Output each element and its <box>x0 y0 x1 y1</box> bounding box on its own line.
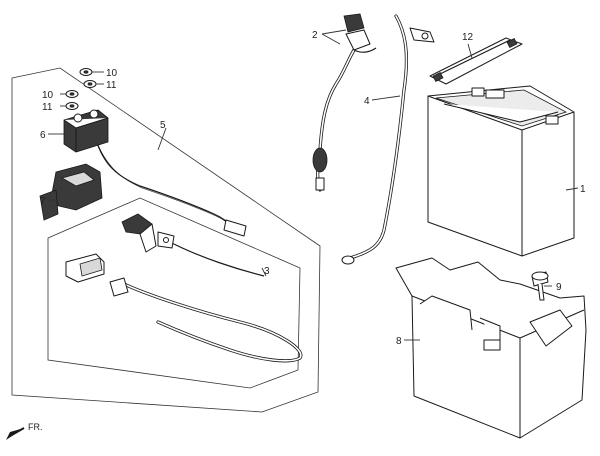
callout-starter-cable: 3 <box>264 266 270 277</box>
positive-cable <box>312 13 377 192</box>
front-direction-indicator: FR. <box>6 422 43 440</box>
nut-washer-set <box>65 68 97 110</box>
battery-band <box>429 37 523 85</box>
callout-starter-relay: 6 <box>40 130 46 141</box>
relay-cover <box>39 163 103 221</box>
battery-case <box>395 257 587 439</box>
starter-relay-harness <box>95 139 247 237</box>
assembly-group-outline <box>11 67 321 413</box>
bolt <box>531 271 549 301</box>
callout-battery-band: 12 <box>462 32 474 43</box>
callout-nut-lower: 10 <box>42 90 54 101</box>
starter-cable <box>65 213 303 363</box>
battery <box>427 85 575 257</box>
callout-battery-case: 8 <box>396 336 402 347</box>
callout-bolt: 9 <box>556 282 562 293</box>
cable-subgroup-outline <box>47 197 301 389</box>
negative-cable <box>341 14 435 265</box>
callout-positive-cable: 2 <box>312 30 318 41</box>
callout-relay-harness: 5 <box>160 120 166 131</box>
callout-battery: 1 <box>580 184 586 195</box>
front-direction-label: FR. <box>28 422 43 432</box>
callout-nut-upper: 10 <box>106 68 118 79</box>
starter-relay <box>63 109 109 153</box>
callout-negative-cable: 4 <box>364 96 370 107</box>
leader-lines <box>48 29 579 341</box>
callout-relay-cover: 7 <box>40 196 46 207</box>
callout-washer-upper: 11 <box>106 80 117 91</box>
callout-washer-lower: 11 <box>42 102 53 113</box>
